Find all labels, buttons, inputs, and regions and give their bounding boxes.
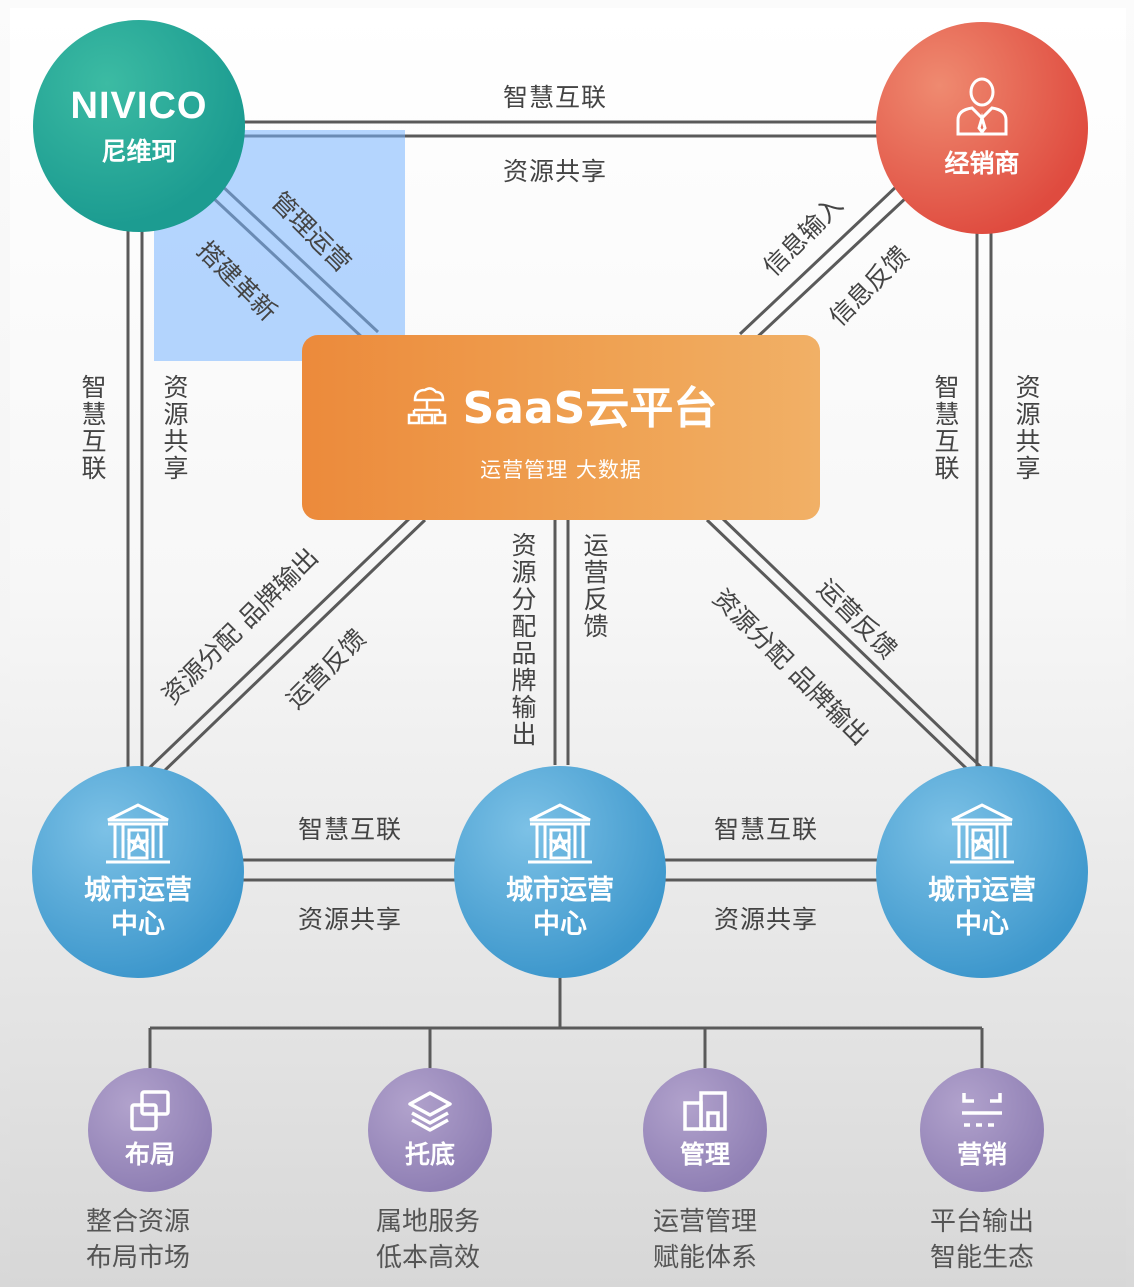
function-layout-name: 布局: [124, 1140, 175, 1169]
label-right-resource-share: 资源共享: [1015, 373, 1041, 483]
label-top-resource-share: 资源共享: [503, 157, 608, 186]
nivico-logo: NIVICO: [70, 84, 208, 127]
city-mid-line2: 中心: [533, 909, 587, 940]
label-br-resource-share: 资源共享: [714, 905, 819, 934]
city-right-line2: 中心: [955, 909, 1009, 940]
building-star-icon: [528, 803, 592, 864]
city-mid-line1: 城市运营: [506, 875, 614, 906]
buildings-icon: [683, 1091, 727, 1131]
saas-title: SaaS云平台: [462, 382, 718, 434]
city-center-middle: 城市运营中心: [454, 766, 666, 978]
city-center-right: 城市运营中心: [876, 766, 1088, 978]
nivico-name: 尼维珂: [101, 136, 177, 166]
dealer-node: 经销商: [876, 22, 1088, 234]
dealer-name: 经销商: [944, 149, 1020, 178]
function-marketing-name: 营销: [956, 1140, 1007, 1169]
label-left-resource-share: 资源共享: [163, 373, 189, 483]
city-center-left: 城市运营中心: [32, 766, 244, 978]
dashed-frame-icon: [962, 1093, 1002, 1127]
person-icon: [956, 77, 1008, 136]
layers-square-icon: [130, 1090, 170, 1131]
label-center-resource-brand: 资源分配 品牌输出: [511, 531, 537, 749]
label-top-smart-link: 智慧互联: [503, 83, 608, 112]
saas-subtitle: 运营管理 大数据: [480, 457, 642, 482]
building-star-icon: [950, 803, 1014, 864]
city-left-line1: 城市运营: [84, 875, 192, 906]
function-manage-desc: 运营管理赋能体系: [652, 1207, 757, 1273]
label-right-smart-link: 智慧互联: [934, 373, 960, 483]
nivico-node: NIVICO 尼维珂: [33, 20, 245, 232]
function-marketing-desc: 平台输出智能生态: [929, 1207, 1034, 1273]
function-manage-name: 管理: [679, 1140, 730, 1169]
function-support: 托底: [368, 1068, 492, 1192]
function-layout: 布局: [88, 1068, 212, 1192]
label-center-op-feedback: 运营反馈: [583, 531, 609, 641]
function-support-desc: 属地服务低本高效: [375, 1207, 480, 1273]
label-br-smart-link: 智慧互联: [714, 815, 819, 844]
label-left-smart-link: 智慧互联: [81, 373, 107, 483]
function-support-name: 托底: [404, 1140, 455, 1169]
function-layout-desc: 整合资源布局市场: [85, 1207, 190, 1273]
function-manage: 管理: [643, 1068, 767, 1192]
function-marketing: 营销: [920, 1068, 1044, 1192]
label-bl-smart-link: 智慧互联: [298, 815, 403, 844]
label-bl-resource-share: 资源共享: [298, 905, 403, 934]
city-right-line1: 城市运营: [928, 875, 1036, 906]
cloud-network-icon: [407, 386, 446, 424]
stack-icon: [408, 1091, 452, 1132]
city-left-line2: 中心: [111, 909, 165, 940]
saas-platform-node: SaaS云平台 运营管理 大数据: [302, 335, 820, 520]
building-star-icon: [106, 803, 170, 864]
